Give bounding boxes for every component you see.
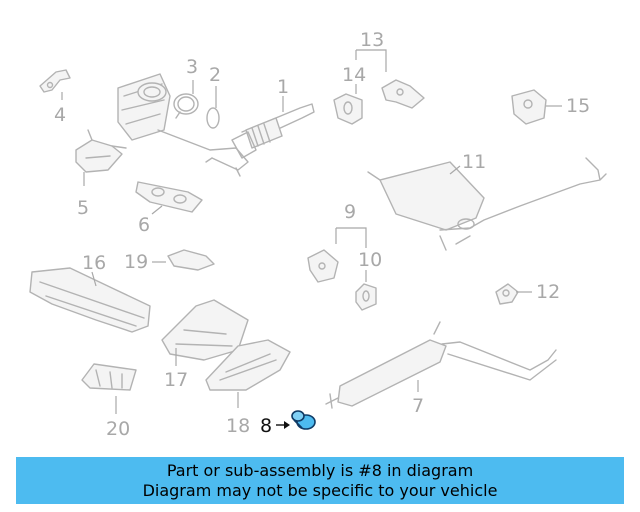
leader-6 [151, 205, 163, 215]
banner-line-2: Diagram may not be specific to your vehi… [142, 480, 498, 500]
leader-13 [355, 49, 387, 72]
leader-9 [335, 227, 367, 248]
callout-14: 14 [342, 64, 366, 86]
part-2-gasket [206, 107, 220, 129]
part-9-hanger [307, 249, 339, 283]
part-18-heat-shield [205, 339, 291, 391]
callout-20: 20 [106, 418, 130, 440]
part-16-heat-shield [29, 267, 151, 333]
callout-4: 4 [54, 104, 66, 126]
part-14-hanger [333, 93, 363, 125]
callout-7: 7 [412, 395, 424, 417]
part-4-bracket [39, 69, 71, 93]
callout-13: 13 [360, 29, 384, 51]
callout-1: 1 [277, 76, 289, 98]
leader-8-arrowhead [284, 421, 290, 429]
leader-16 [91, 271, 97, 287]
leader-11 [449, 165, 461, 175]
callout-11: 11 [462, 151, 486, 173]
callout-19: 19 [124, 251, 148, 273]
part-10-isolator [355, 283, 377, 311]
part-8-clamp[interactable] [291, 410, 316, 430]
part-7-center-muffler [325, 321, 557, 409]
part-info-banner: Part or sub-assembly is #8 in diagram Di… [16, 457, 624, 504]
part-11-rear-muffler [367, 157, 607, 251]
exhaust-system-diagram: 4 3 2 1 5 6 [29, 29, 607, 440]
part-19-bracket [167, 249, 215, 271]
part-13-bracket [381, 79, 425, 109]
callout-9: 9 [344, 201, 356, 223]
callout-6: 6 [138, 214, 150, 236]
callout-2: 2 [209, 64, 221, 86]
part-15-hanger [511, 89, 547, 125]
callout-10: 10 [358, 249, 382, 271]
callout-15: 15 [566, 95, 590, 117]
callout-3: 3 [186, 56, 198, 78]
callout-16: 16 [82, 252, 106, 274]
callout-12: 12 [536, 281, 560, 303]
part-5-bracket [75, 129, 127, 173]
callout-8: 8 [260, 415, 272, 437]
part-20-plate [81, 363, 137, 391]
part-3-clamp [173, 93, 199, 119]
part-1-front-pipe [231, 103, 315, 159]
part-12-isolator [495, 283, 519, 305]
callout-5: 5 [77, 197, 89, 219]
banner-line-1: Part or sub-assembly is #8 in diagram [166, 460, 474, 480]
callout-18: 18 [226, 415, 250, 437]
part-6-gasket [135, 181, 203, 213]
callout-17: 17 [164, 369, 188, 391]
part-catalytic-converter [117, 73, 249, 177]
